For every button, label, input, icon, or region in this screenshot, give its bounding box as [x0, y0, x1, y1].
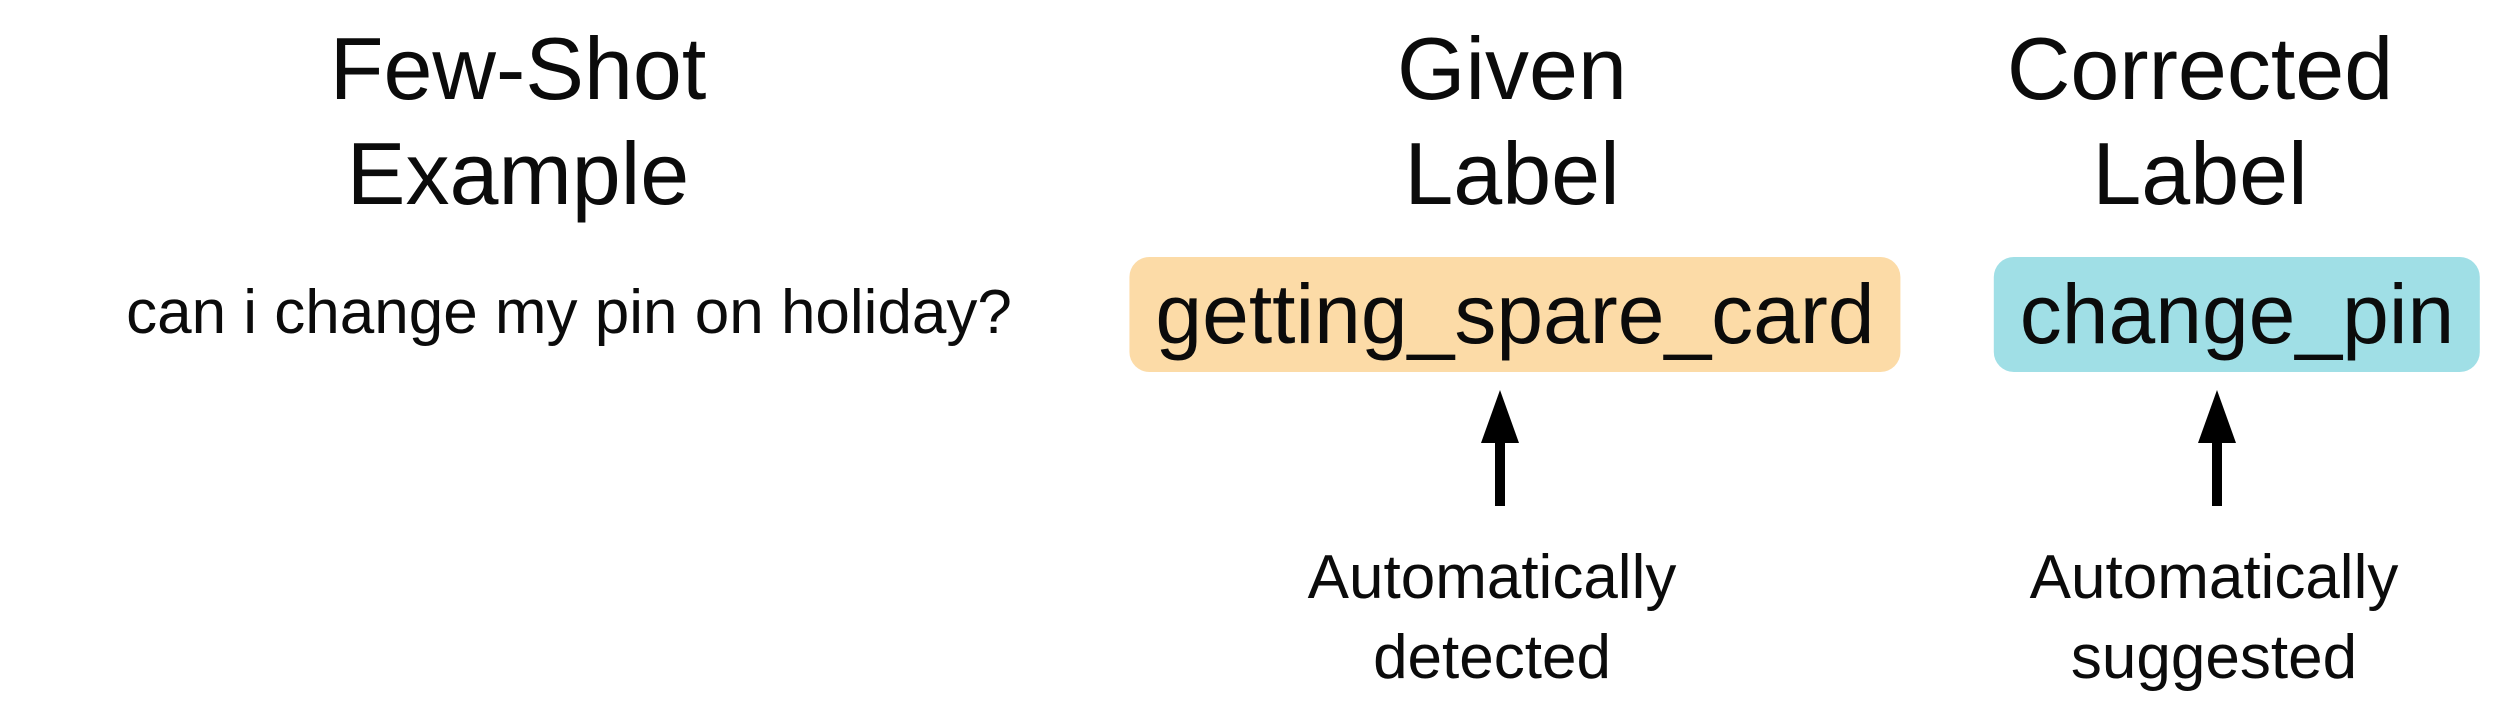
up-arrow-icon — [1480, 390, 1520, 506]
up-arrow-icon — [2197, 390, 2237, 506]
column-header-given-label: Given Label — [1397, 19, 1627, 223]
given-label-chip: getting_spare_card — [1129, 257, 1901, 372]
annotation-automatically-detected: Automatically detected — [1307, 543, 1677, 692]
column-header-few-shot-example: Few-Shot Example — [329, 19, 707, 223]
example-utterance-text: can i change my pin on holiday? — [126, 278, 1012, 347]
annotation-automatically-suggested: Automatically suggested — [2029, 543, 2399, 692]
column-header-corrected-label: Corrected Label — [2006, 19, 2394, 223]
corrected-label-chip: change_pin — [1993, 257, 2481, 372]
